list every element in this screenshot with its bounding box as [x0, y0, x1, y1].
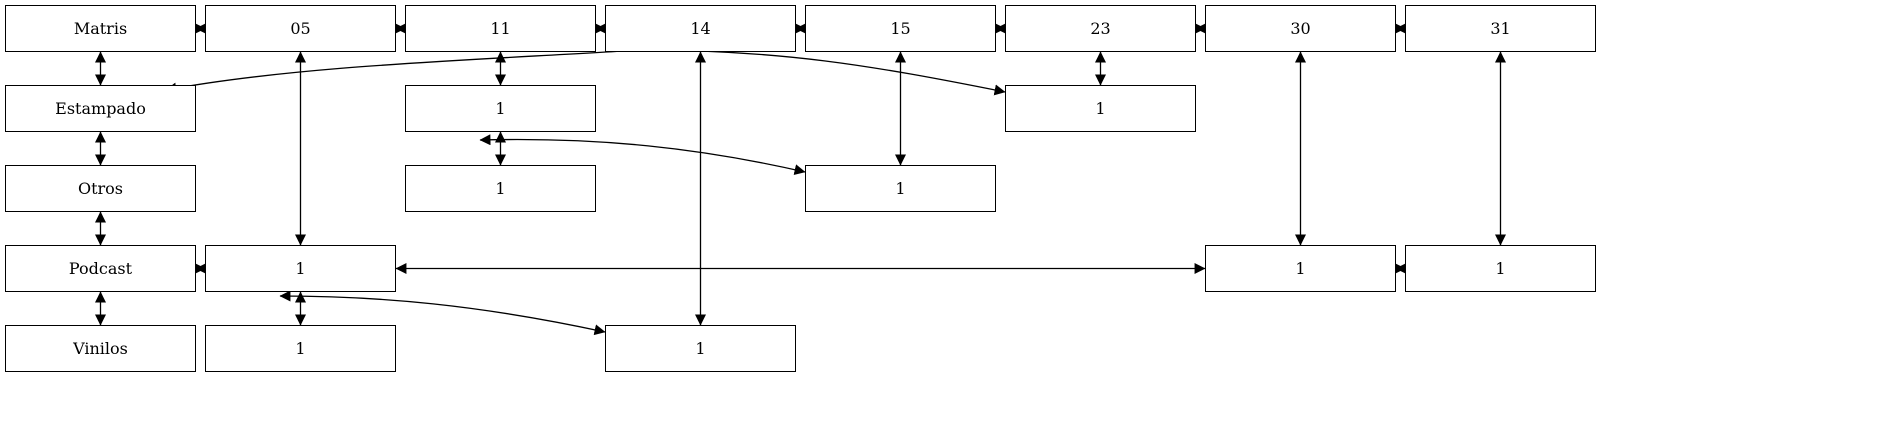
node-label: Otros — [77, 179, 124, 198]
node-11-sub-a: 1 — [405, 85, 596, 132]
node-label: 11 — [490, 19, 511, 38]
node-14: 14 — [605, 5, 796, 52]
node-vinilos: Vinilos — [5, 325, 196, 372]
node-label: Estampado — [55, 99, 146, 118]
node-label: Podcast — [68, 259, 133, 278]
node-label: 05 — [290, 19, 311, 38]
node-label: 15 — [890, 19, 911, 38]
node-05-sub-a: 1 — [205, 245, 396, 292]
edge-vinilos-n14a — [279, 290, 606, 336]
node-otros: Otros — [5, 165, 196, 212]
node-05-sub-b: 1 — [205, 325, 396, 372]
node-30: 30 — [1205, 5, 1396, 52]
node-05: 05 — [205, 5, 396, 52]
edge-otros-n15a — [479, 134, 806, 176]
node-label: 1 — [495, 99, 506, 118]
node-30-sub: 1 — [1205, 245, 1396, 292]
node-label: 1 — [1095, 99, 1106, 118]
node-23-sub: 1 — [1005, 85, 1196, 132]
node-matris: Matris — [5, 5, 196, 52]
node-label: 1 — [1495, 259, 1506, 278]
node-label: Vinilos — [73, 339, 128, 358]
node-31-sub: 1 — [1405, 245, 1596, 292]
node-15-sub: 1 — [805, 165, 996, 212]
node-label: 1 — [895, 179, 906, 198]
node-label: 1 — [495, 179, 506, 198]
node-label: 1 — [695, 339, 706, 358]
node-label: 14 — [690, 19, 711, 38]
node-label: 23 — [1090, 19, 1111, 38]
node-estampado: Estampado — [5, 85, 196, 132]
node-label: 1 — [1295, 259, 1306, 278]
node-31: 31 — [1405, 5, 1596, 52]
node-14-sub: 1 — [605, 325, 796, 372]
node-15: 15 — [805, 5, 996, 52]
node-label: Matris — [73, 19, 128, 38]
node-label: 1 — [295, 259, 306, 278]
node-label: 31 — [1490, 19, 1511, 38]
node-label: 30 — [1290, 19, 1311, 38]
node-11: 11 — [405, 5, 596, 52]
node-label: 1 — [295, 339, 306, 358]
node-11-sub-b: 1 — [405, 165, 596, 212]
node-23: 23 — [1005, 5, 1196, 52]
node-podcast: Podcast — [5, 245, 196, 292]
